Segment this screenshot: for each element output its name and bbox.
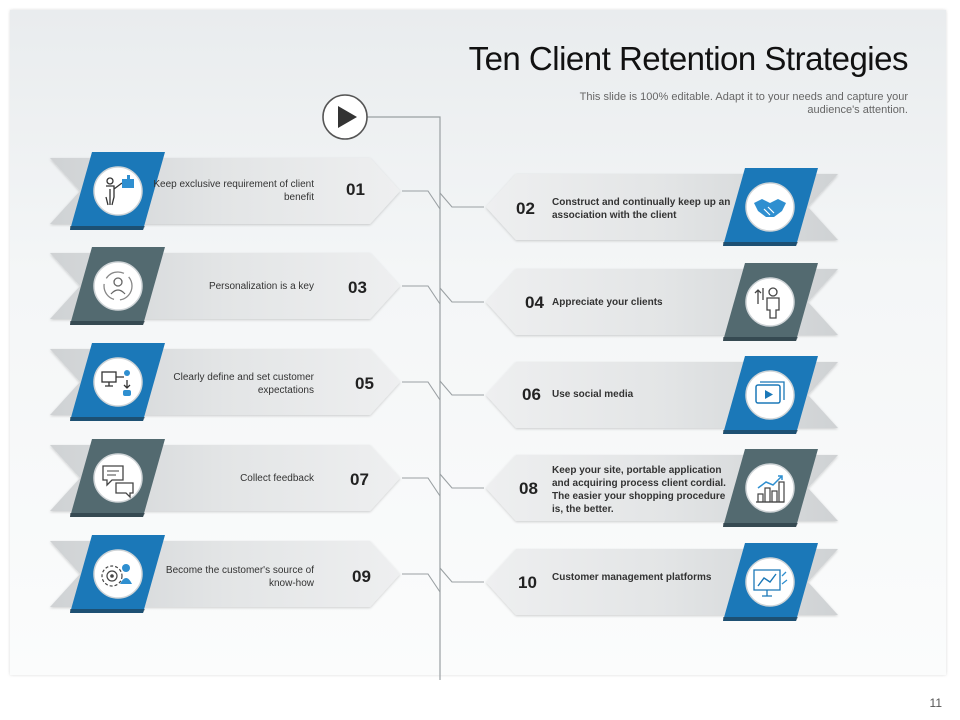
strategy-connector [402, 190, 441, 210]
strategy-04-card [486, 263, 838, 341]
person-arrows-icon [754, 287, 780, 319]
strategy-08-card [486, 449, 838, 527]
strategy-connector [402, 573, 441, 593]
strategy-03-number: 03 [348, 278, 367, 297]
strategy-10-number: 10 [518, 573, 537, 592]
strategy-04-number: 04 [525, 293, 544, 312]
strategy-05-card [50, 343, 400, 421]
strategy-10-text: Customer management platforms [552, 572, 712, 583]
strategy-06-number: 06 [522, 385, 541, 404]
strategy-connector [402, 381, 441, 401]
strategy-02-number: 02 [516, 199, 535, 218]
strategy-06-card [486, 356, 838, 434]
strategy-09-text: Become the customer's source of know-how [165, 565, 314, 589]
strategy-connector [439, 567, 484, 583]
strategy-05-text: Clearly define and set customer expectat… [173, 372, 314, 396]
strategy-04-text: Appreciate your clients [552, 297, 663, 308]
strategy-01-number: 01 [346, 180, 365, 199]
page-number: 11 [929, 696, 942, 710]
strategy-connector [439, 380, 484, 396]
strategy-09-number: 09 [352, 567, 371, 586]
strategy-07-number: 07 [350, 470, 369, 489]
strategy-06-text: Use social media [552, 389, 634, 400]
strategy-05-number: 05 [355, 374, 374, 393]
monitor-network-icon [101, 370, 131, 396]
strategy-10-card [486, 543, 838, 621]
strategy-02-text: Construct and continually keep up an ass… [552, 197, 731, 221]
play-icon [338, 106, 357, 128]
page-title: Ten Client Retention Strategies [468, 40, 909, 77]
page-subtitle: This slide is 100% editable. Adapt it to… [579, 91, 908, 116]
strategy-07-card [50, 439, 400, 517]
analytics-board-icon [753, 569, 788, 597]
timeline-spine [367, 116, 441, 680]
strategy-connector [402, 285, 441, 305]
video-play-icon [755, 381, 785, 404]
strategy-connector [439, 287, 484, 303]
strategy-08-text: Keep your site, portable application and… [552, 465, 726, 515]
strategy-connector [439, 192, 484, 208]
strategy-connector [402, 477, 441, 497]
bar-chart-icon [756, 475, 785, 503]
strategy-02-card [486, 168, 838, 246]
strategy-07-text: Collect feedback [240, 473, 314, 484]
strategy-01-text: Keep exclusive requirement of client ben… [153, 179, 314, 203]
play-button[interactable] [322, 94, 368, 140]
strategy-03-text: Personalization is a key [208, 281, 314, 292]
chat-bubbles-icon [102, 465, 134, 499]
strategy-08-number: 08 [519, 479, 538, 498]
target-person-icon [101, 564, 132, 587]
strategy-09-card [50, 535, 400, 613]
handshake-icon [754, 199, 786, 217]
user-cycle-icon [103, 271, 133, 301]
strategy-connector [439, 473, 484, 489]
strategy-01-card [50, 152, 400, 230]
presenter-thumbs-up-icon [105, 175, 134, 206]
strategy-03-card [50, 247, 400, 325]
